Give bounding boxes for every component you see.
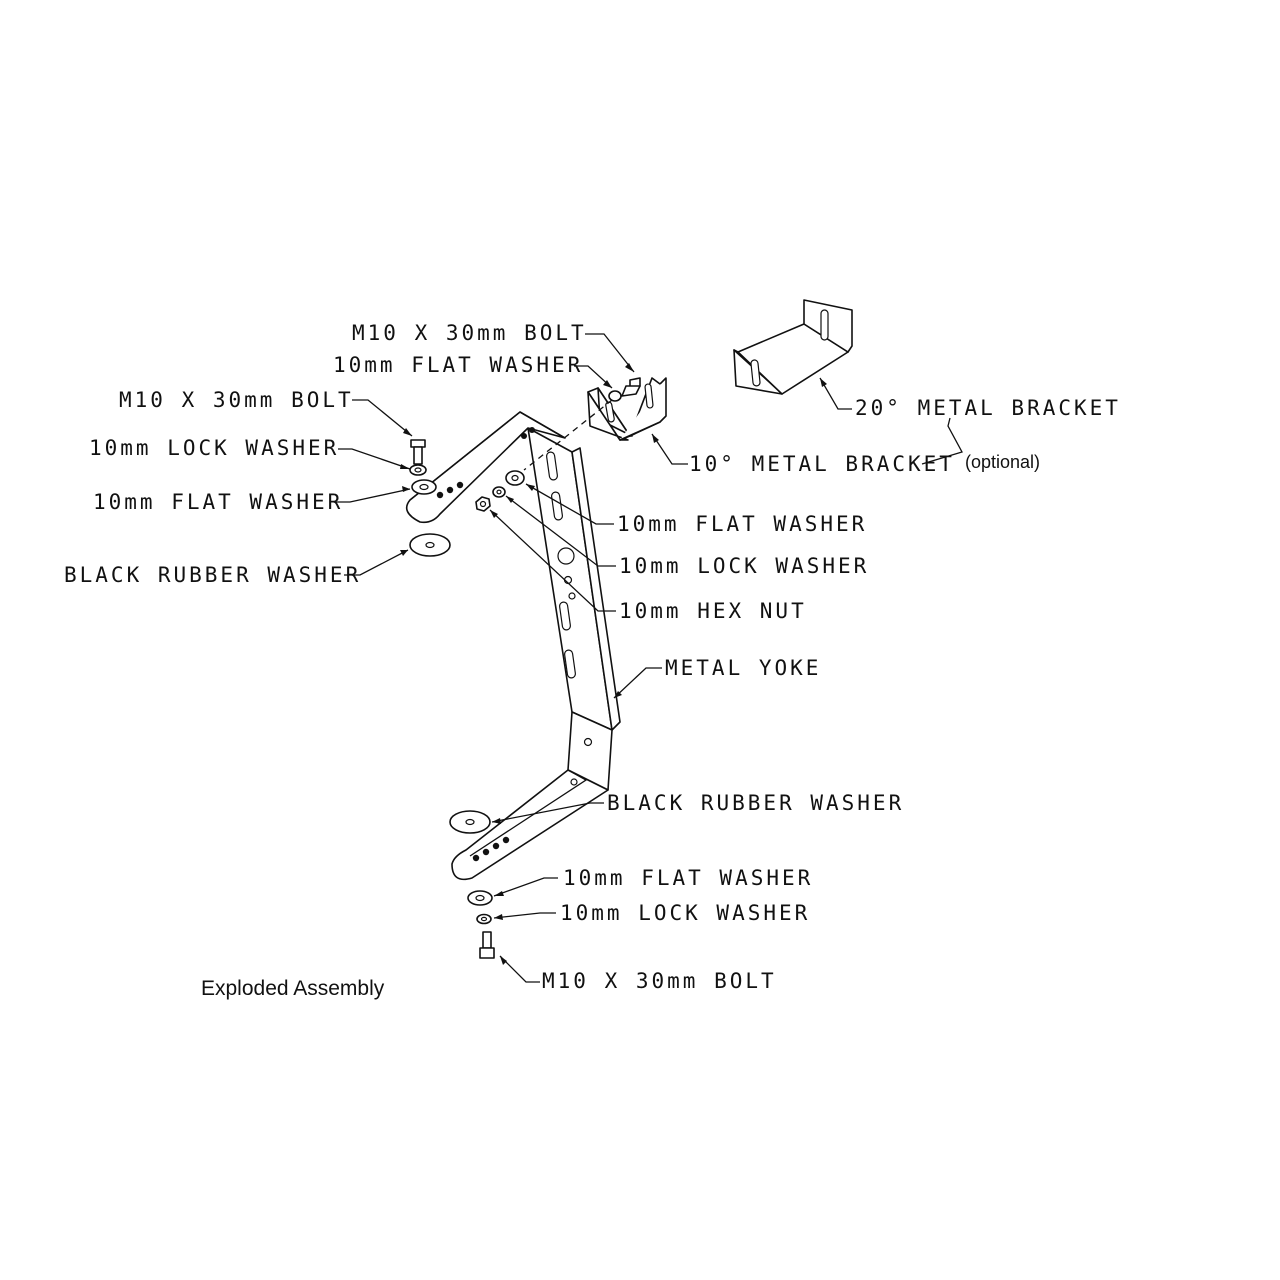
label-bottom-rubber-washer: BLACK RUBBER WASHER [607,791,905,815]
label-optional: (optional) [965,452,1041,472]
assembly-axis-dashed [523,399,613,471]
top-left-bolt [410,439,426,465]
label-metal-yoke: METAL YOKE [665,656,822,680]
bracket-20-deg [733,299,853,395]
bottom-bolt [479,931,495,959]
label-top-rubber-washer: BLACK RUBBER WASHER [64,563,362,587]
label-bottom-flat-washer: 10mm FLAT WASHER [563,866,814,890]
leader-lines [334,333,963,983]
label-mid-flat-washer: 10mm FLAT WASHER [617,512,868,536]
label-top-lock-washer-left: 10mm LOCK WASHER [89,436,340,460]
label-bracket-10: 10° METAL BRACKET [689,452,955,476]
label-bottom-lock-washer: 10mm LOCK WASHER [560,901,811,925]
label-bracket-20: 20° METAL BRACKET [855,396,1121,420]
label-top-bolt-left: M10 X 30mm BOLT [119,388,354,412]
label-hex-nut: 10mm HEX NUT [619,599,807,623]
bracket-bolt [608,377,641,402]
label-top-flat-washer-right: 10mm FLAT WASHER [333,353,584,377]
label-top-bolt-right: M10 X 30mm BOLT [352,321,587,345]
bracket-10-deg [587,377,667,441]
label-top-flat-washer-left: 10mm FLAT WASHER [93,490,344,514]
label-mid-lock-washer: 10mm LOCK WASHER [619,554,870,578]
diagram-caption: Exploded Assembly [201,977,385,1000]
label-bottom-bolt: M10 X 30mm BOLT [542,969,777,993]
